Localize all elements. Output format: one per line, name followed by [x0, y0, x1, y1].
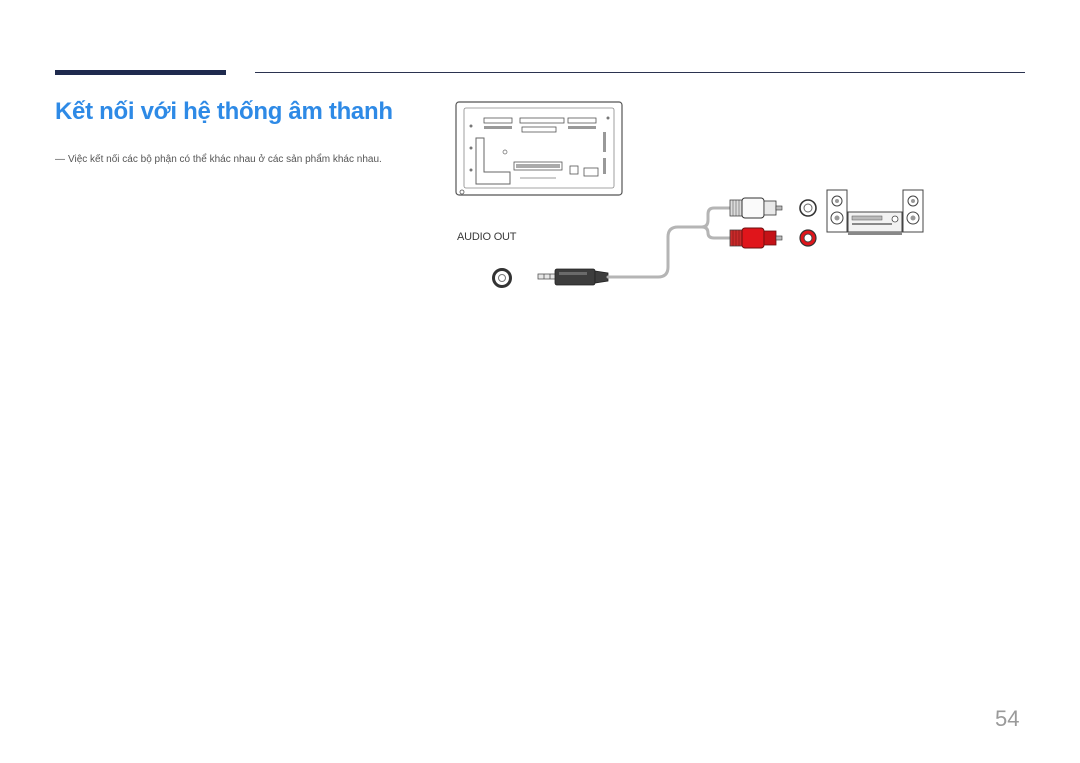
audio-out-jack: [492, 268, 512, 288]
rca-plug-red: [729, 227, 783, 249]
header-rule-thin: [255, 72, 1025, 73]
rca-plug-white: [729, 197, 783, 219]
stereo-mini-plug: [537, 268, 609, 286]
note: ―Việc kết nối các bộ phận có thể khác nh…: [55, 154, 382, 165]
monitor-rear-panel: [455, 101, 623, 196]
audio-y-cable: [606, 206, 732, 279]
rca-jack-white: [799, 199, 817, 217]
header-rule-thick: [55, 70, 226, 75]
rca-jack-red: [799, 229, 817, 247]
audio-system-icon: [826, 189, 924, 235]
audio-connection-diagram: [455, 101, 924, 288]
note-dash: ―: [55, 154, 65, 165]
page-title: Kết nối với hệ thống âm thanh: [55, 98, 393, 125]
note-text: Việc kết nối các bộ phận có thể khác nha…: [68, 154, 382, 165]
page-number: 54: [995, 706, 1020, 731]
audio-out-label: AUDIO OUT: [457, 231, 517, 243]
